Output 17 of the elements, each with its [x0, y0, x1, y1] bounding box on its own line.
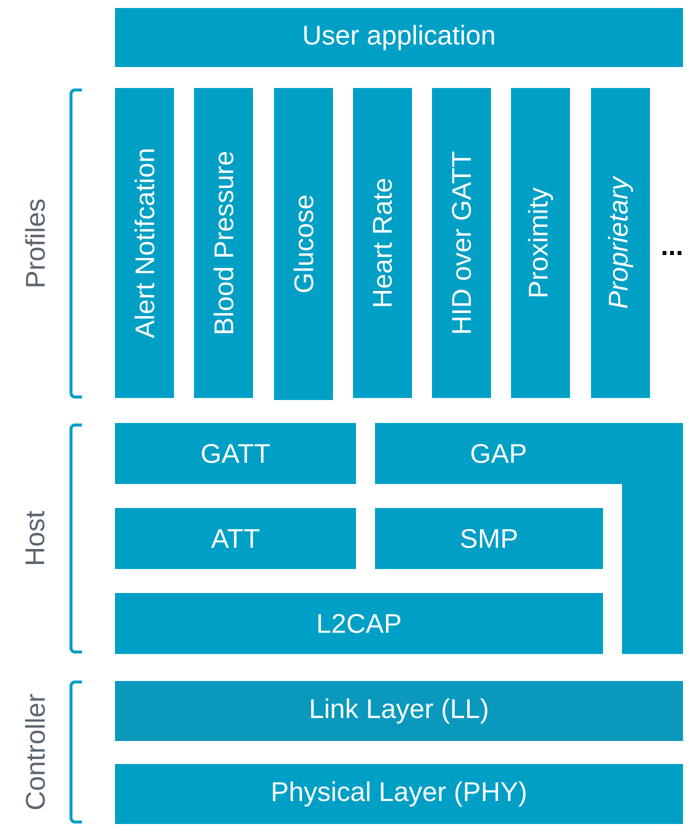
profile-box: Blood Pressure [194, 88, 253, 398]
layer-box: User application [115, 8, 683, 67]
profile-box: HID over GATT [432, 88, 491, 398]
layer-box: SMP [375, 508, 603, 569]
layer-box: Physical Layer (PHY) [115, 764, 683, 824]
profile-box: Alert Notifcation [115, 88, 174, 398]
layer-box: L2CAP [115, 593, 603, 654]
profile-box: Proprietary [591, 88, 650, 398]
profile-box: Heart Rate [353, 88, 412, 398]
section-label: Profiles [25, 199, 45, 286]
section-label: Host [26, 510, 44, 564]
layer-box: ATT [115, 508, 356, 569]
layer-box: Link Layer (LL) [115, 681, 683, 741]
section-label: Controller [25, 694, 45, 810]
profile-box: Proximity [511, 88, 570, 398]
profile-box: Glucose [274, 88, 333, 400]
layer-box: GATT [115, 423, 356, 484]
